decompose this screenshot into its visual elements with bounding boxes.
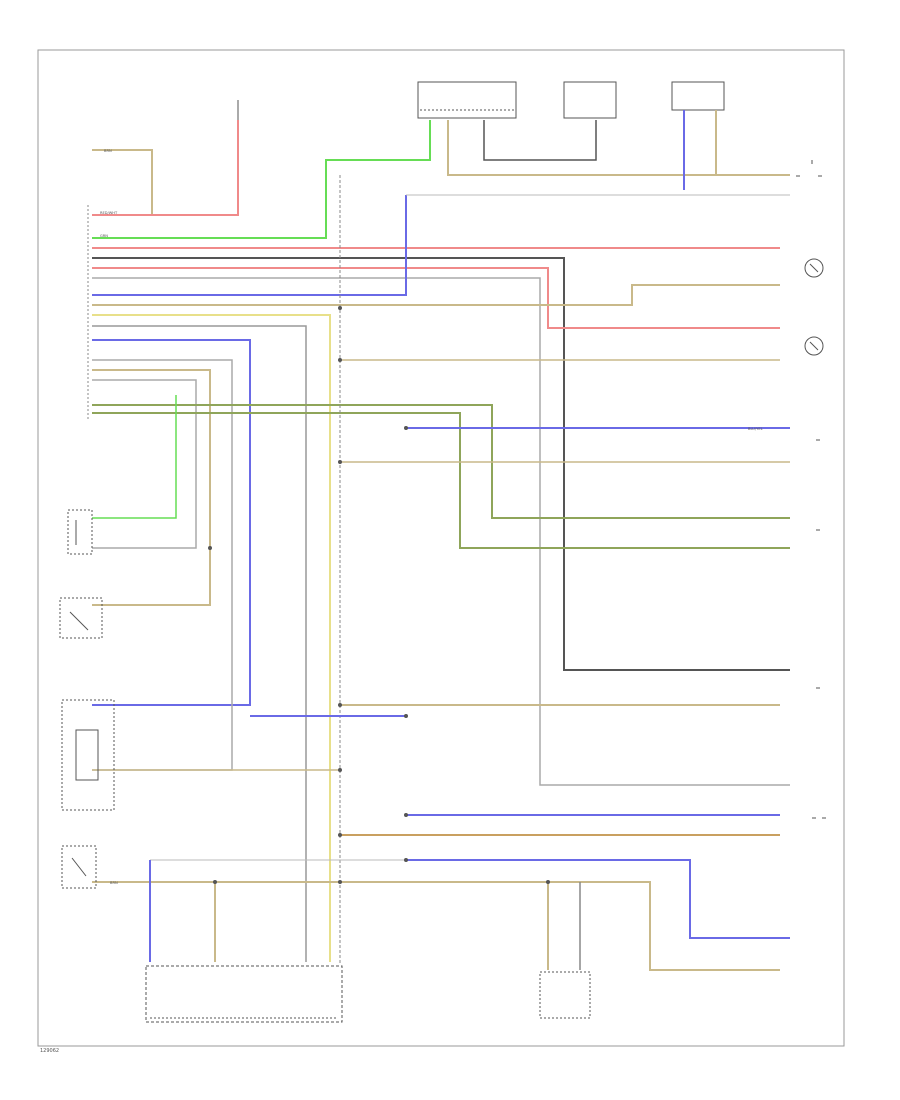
wire-green-top xyxy=(92,120,431,239)
wire-label-grn: GRN xyxy=(100,234,108,238)
left-switch-3 xyxy=(61,845,97,889)
bottom-relay xyxy=(539,971,591,1019)
wire-module-link xyxy=(483,120,597,161)
left-switch-1 xyxy=(67,509,93,555)
diagram-frame xyxy=(37,49,845,1047)
right-terminals xyxy=(796,160,826,819)
wire-yellow-vertical xyxy=(92,314,331,962)
wire-label-brn: BRN xyxy=(104,149,112,153)
wire-blue-top xyxy=(92,195,407,296)
bulb-circle-icon xyxy=(804,258,824,278)
wire-olive-2 xyxy=(92,412,790,549)
fuse-link-left xyxy=(92,100,239,216)
wire-label-brn-bottom: BRN xyxy=(110,881,118,885)
top-module-1 xyxy=(417,81,517,119)
wire-gray-down xyxy=(92,325,307,962)
bulb-circle-icon xyxy=(804,336,824,356)
wire-tan-top xyxy=(447,120,790,176)
wire-red-second xyxy=(92,267,780,329)
wire-green-down xyxy=(92,395,177,519)
bottom-connector xyxy=(145,965,343,1023)
wire-tan-sensor xyxy=(92,284,780,306)
wire-gray-3 xyxy=(92,379,197,549)
wire-gray-1 xyxy=(92,277,790,786)
top-module-2 xyxy=(563,81,617,119)
wire-tan-bottom xyxy=(92,881,780,971)
top-module-3 xyxy=(671,81,725,111)
wire-blue-down xyxy=(92,339,251,706)
left-actuator xyxy=(61,699,115,811)
wire-label-blu-yel: BLU/YEL xyxy=(748,427,763,431)
wire-gray-r6 xyxy=(406,859,790,939)
wire-label-red-wht: RED/WHT xyxy=(100,211,118,215)
wire-dark-main xyxy=(92,257,790,671)
wire-tan-2 xyxy=(92,369,211,606)
left-switch-2 xyxy=(59,597,103,639)
diagram-code: 129062 xyxy=(40,1048,59,1054)
junction-dots xyxy=(208,306,550,884)
